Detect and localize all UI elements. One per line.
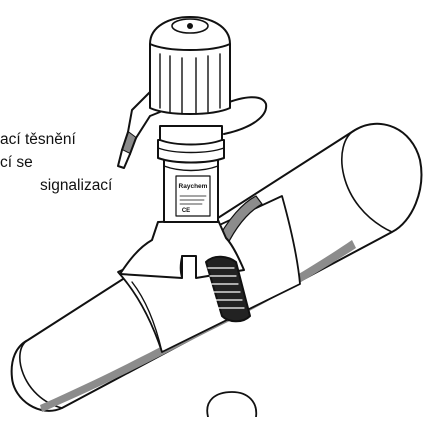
pipe-tape (40, 240, 356, 412)
callout-line-1: ací těsnění (0, 131, 76, 148)
collar-rings (157, 125, 225, 164)
stem-body (163, 157, 219, 223)
callout-line-3: signalizací (40, 177, 113, 194)
callout-text: ací těsnění cí se signalizací (0, 128, 112, 197)
ce-mark: CE (182, 208, 190, 214)
partial-fitting-bottom (206, 391, 258, 418)
callout-line-2: cí se (0, 154, 33, 171)
knob (149, 16, 231, 115)
clamp-strap (205, 255, 251, 323)
side-handle-right (223, 96, 268, 135)
brand-label: Raychem (179, 183, 208, 190)
